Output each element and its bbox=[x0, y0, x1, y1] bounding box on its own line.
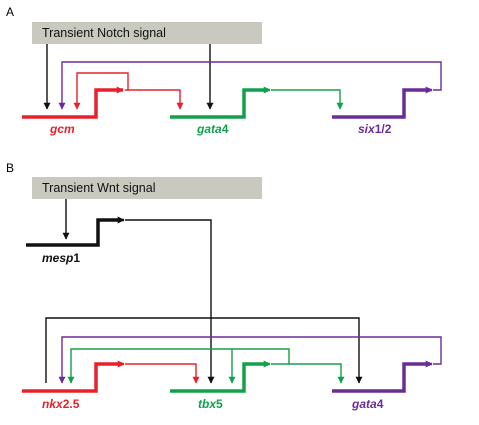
six12-gene-line bbox=[332, 88, 430, 119]
gata4-b-label: gata4 bbox=[351, 397, 384, 411]
wnt-signal-label: Transient Wnt signal bbox=[42, 181, 155, 195]
mesp1-to-nkx25-gata4-arrow bbox=[45, 317, 363, 384]
gene-tbx5 bbox=[170, 360, 271, 393]
gcm-to-gata4-arrow bbox=[125, 89, 184, 110]
panel-a: A Transient Notch signal gcm gata4 six1/ bbox=[6, 5, 442, 136]
panel-b-letter: B bbox=[6, 161, 14, 175]
gcm-autoregulation-arrow bbox=[73, 72, 129, 110]
gata4-label: gata4 bbox=[196, 122, 229, 136]
notch-signal-label: Transient Notch signal bbox=[42, 26, 166, 40]
nkx25-label: nkx2.5 bbox=[42, 397, 80, 411]
gata4-to-six12-arrow bbox=[271, 89, 344, 110]
gcm-label: gcm bbox=[49, 122, 75, 136]
wnt-signal-box bbox=[32, 177, 262, 199]
nkx25-to-tbx5-arrow bbox=[125, 363, 200, 384]
tbx5-to-gata4-arrow bbox=[289, 363, 345, 384]
gene-nkx25 bbox=[22, 360, 125, 393]
panel-a-letter: A bbox=[6, 5, 14, 19]
mesp1-to-tbx5-arrow bbox=[125, 219, 215, 384]
gata4-to-nkx25-arrow bbox=[58, 336, 442, 384]
tbx5-to-nkx25-arrow bbox=[67, 348, 290, 384]
gene-gata4 bbox=[170, 86, 271, 119]
gene-gata4-b bbox=[332, 360, 433, 393]
notch-signal-box bbox=[32, 22, 262, 44]
mesp1-gene-line bbox=[26, 218, 120, 247]
six12-label: six1/2 bbox=[358, 122, 392, 136]
nkx25-gene-line bbox=[22, 362, 122, 393]
gcm-gene-line bbox=[22, 88, 123, 119]
gata4-b-gene-line bbox=[332, 362, 430, 393]
panel-b: B Transient Wnt signal bbox=[6, 161, 442, 411]
six12-to-gcm-arrow bbox=[58, 61, 442, 110]
gene-mesp1 bbox=[26, 216, 125, 247]
gata4-gene-line bbox=[170, 88, 268, 119]
gene-gcm bbox=[22, 86, 124, 119]
tbx5-label: tbx5 bbox=[198, 397, 223, 411]
gene-six12 bbox=[332, 86, 433, 119]
mesp1-label: mesp1 bbox=[42, 251, 80, 265]
tbx5-gene-line bbox=[170, 362, 268, 393]
